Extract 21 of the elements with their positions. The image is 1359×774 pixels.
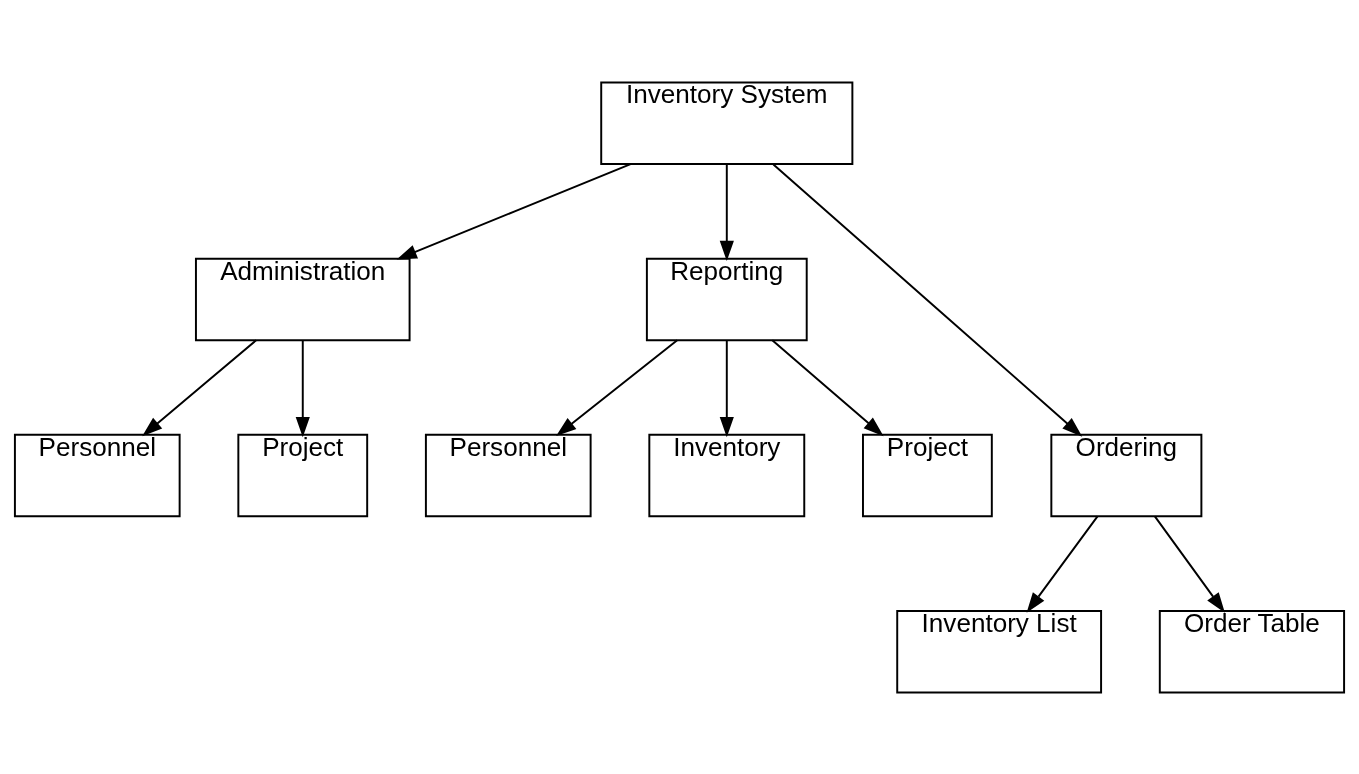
arrow [142,338,258,436]
arrow [772,162,1083,437]
node-box: Personnel [13,433,181,517]
arrow [1026,514,1099,613]
node-box: Ordering [1050,433,1203,517]
arrow [556,338,679,436]
node-box: Project [862,433,993,517]
node-box: Project [237,433,369,517]
node-box: Reporting [645,257,808,341]
arrow [295,338,310,437]
node-box: Inventory [648,433,806,517]
node-box: Administration [194,257,411,341]
arrow [396,162,632,260]
node-box: Inventory List [896,609,1103,693]
arrow [771,338,884,436]
node-box: Inventory System [600,81,854,165]
arrow [719,162,734,261]
arrow [719,338,734,437]
node-box: Personnel [424,433,592,517]
arrow [1153,514,1225,613]
node-box: Order Table [1158,609,1346,693]
